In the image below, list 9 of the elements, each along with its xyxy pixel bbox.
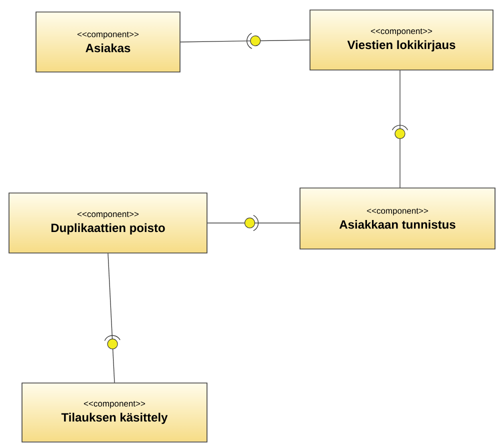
ball-socket-connector [107,253,118,383]
component-box: <<component>> Duplikaattien poisto [8,192,208,254]
ball-socket-connector [207,218,300,228]
component-box: <<component>> Viestien lokikirjaus [310,10,494,70]
component-box: <<component>> Asiakas [36,12,180,72]
component-box: <<component>> Tilauksen käsittely [22,382,208,442]
ball-socket-connector [180,36,310,46]
ball-socket-connector [394,70,406,188]
component-box: <<component>> Asiakkaan tunnistus [300,188,496,250]
